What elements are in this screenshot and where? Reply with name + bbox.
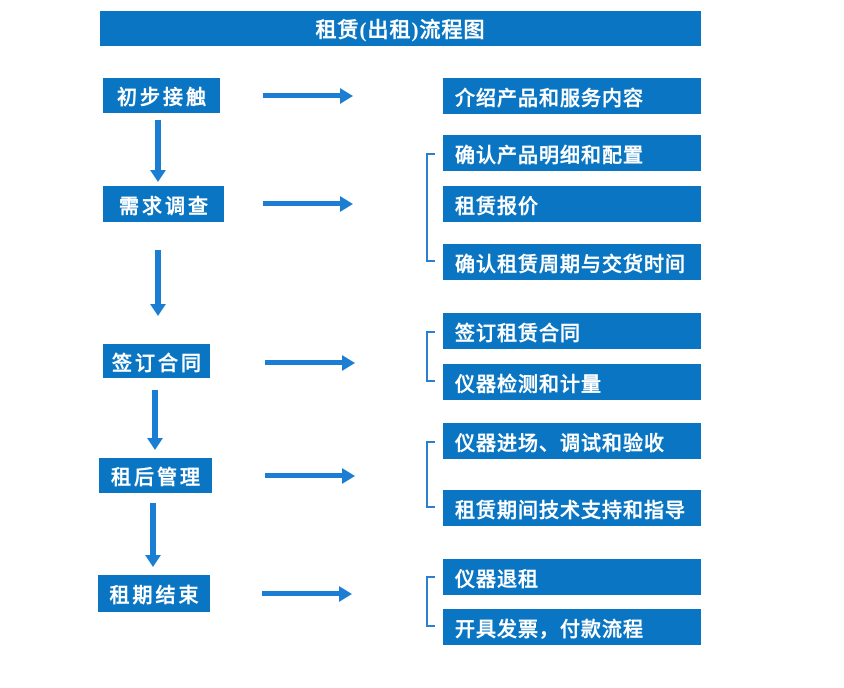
right-arrow-3-icon: [265, 360, 342, 365]
bracket-rental-end-group: [426, 576, 435, 627]
step-box-initial-contact: 初步接触: [103, 78, 220, 113]
right-arrow-5-icon: [262, 591, 339, 596]
detail-box-rental-quote: 租赁报价: [443, 186, 701, 222]
step-box-rental-end: 租期结束: [98, 575, 210, 612]
down-arrow-4-icon: [150, 503, 156, 555]
bracket-post-rental-group: [426, 441, 435, 508]
right-arrow-2-icon: [263, 201, 340, 206]
detail-box-instrument-setup-acceptance: 仪器进场、调试和验收: [443, 423, 701, 459]
detail-box-invoice-payment: 开具发票，付款流程: [443, 609, 701, 645]
detail-box-introduce-products: 介绍产品和服务内容: [443, 78, 701, 114]
bracket-sign-contract-group: [426, 331, 435, 382]
step-box-demand-survey: 需求调查: [103, 186, 224, 222]
bracket-demand-survey-group: [426, 153, 435, 262]
detail-box-technical-support: 租赁期间技术支持和指导: [443, 490, 701, 526]
detail-box-confirm-period-delivery: 确认租赁周期与交货时间: [443, 244, 701, 280]
detail-box-sign-rental-contract: 签订租赁合同: [443, 313, 701, 349]
down-arrow-1-icon: [155, 120, 161, 170]
detail-box-instrument-return: 仪器退租: [443, 559, 701, 595]
detail-box-instrument-testing: 仪器检测和计量: [443, 364, 701, 400]
down-arrow-3-icon: [152, 390, 158, 438]
flowchart-title: 租赁(出租)流程图: [100, 11, 701, 46]
detail-box-confirm-product-config: 确认产品明细和配置: [443, 135, 701, 171]
down-arrow-2-icon: [155, 250, 161, 304]
right-arrow-1-icon: [263, 93, 340, 98]
step-box-sign-contract: 签订合同: [103, 344, 210, 378]
step-box-post-rental-management: 租后管理: [99, 458, 212, 493]
right-arrow-4-icon: [265, 473, 342, 478]
